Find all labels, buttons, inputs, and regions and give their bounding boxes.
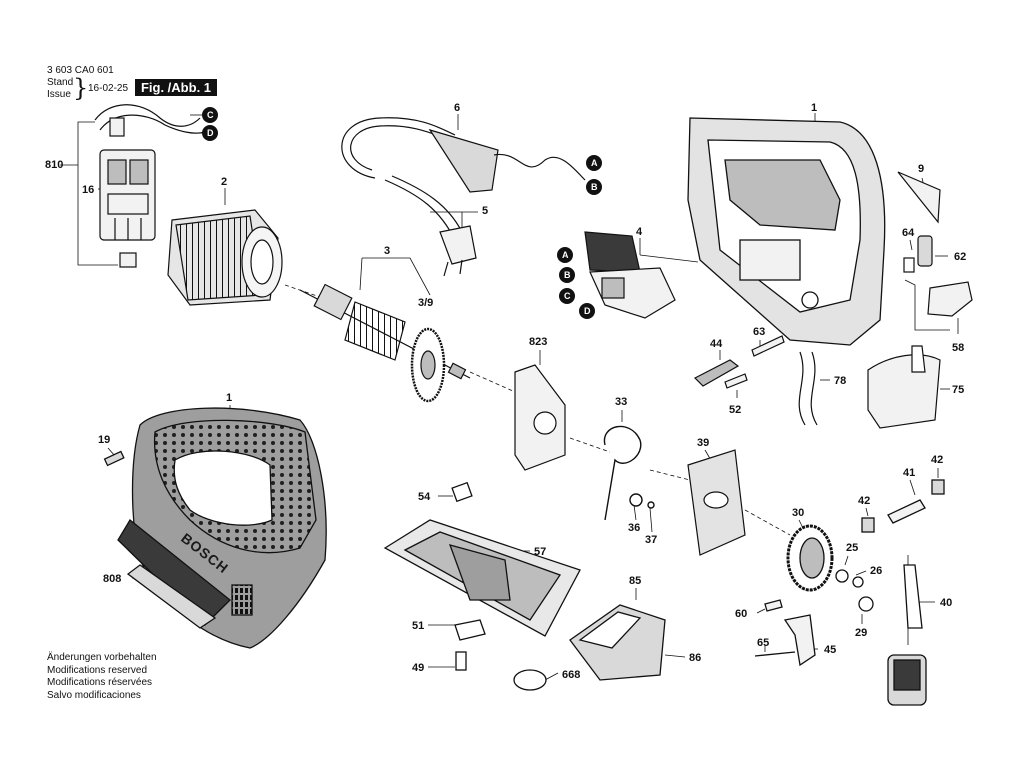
part-label-42-top: 42 [931, 454, 943, 466]
note-spanish: Salvo modificaciones [47, 689, 141, 701]
part-label-44: 44 [710, 338, 723, 350]
part-label-63: 63 [753, 326, 765, 338]
part-label-57: 57 [534, 546, 546, 558]
front-housing-drawing [103, 407, 327, 649]
plunger-drawing [754, 479, 945, 706]
connector-d-switch [579, 303, 595, 319]
part-label-41: 41 [903, 467, 915, 479]
connector-markers: C D A B A B C D [202, 107, 602, 319]
part-label-58: 58 [952, 342, 964, 354]
part-label-36: 36 [628, 522, 640, 534]
gear-assembly-drawing [786, 524, 874, 612]
part-label-52: 52 [729, 404, 741, 416]
note-german: Änderungen vorbehalten [47, 652, 157, 663]
part-label-16: 16 [82, 184, 94, 196]
bearing-plate-drawing [514, 364, 566, 471]
part-label-1-front: 1 [226, 392, 232, 404]
part-label-6: 6 [454, 102, 460, 114]
connector-a-switch-label: A [562, 250, 569, 260]
part-label-4: 4 [636, 226, 643, 238]
part-number-labels: 810 16 2 3 3/9 6 5 4 1 9 64 62 58 75 63 … [45, 102, 966, 681]
part-label-26: 26 [870, 565, 882, 577]
part-label-810: 810 [45, 159, 63, 171]
connector-b-cord-label: B [591, 182, 598, 192]
part-label-60: 60 [735, 608, 747, 620]
armature-drawing [299, 283, 471, 403]
part-label-85: 85 [629, 575, 641, 587]
connector-b-cord [586, 179, 602, 195]
part-label-65: 65 [757, 637, 769, 649]
part-label-62: 62 [954, 251, 966, 263]
part-label-54: 54 [418, 491, 431, 503]
part-label-37: 37 [645, 534, 657, 546]
part-label-40: 40 [940, 597, 952, 609]
part-label-78: 78 [834, 375, 846, 387]
issue-label: Issue [47, 89, 71, 100]
connector-c-switch [559, 288, 575, 304]
part-label-1-housing: 1 [811, 102, 817, 114]
guide-plate-drawing [687, 449, 746, 556]
base-plate-drawing [383, 481, 581, 691]
connector-c-top [202, 107, 218, 123]
figure-label: Fig. /Abb. 1 [135, 79, 217, 96]
stand-label: Stand [47, 77, 74, 88]
document-number: 3 603 CA0 601 [47, 65, 114, 76]
guide-shoe-drawing [569, 604, 666, 681]
connector-b-switch [559, 267, 575, 283]
part-label-823: 823 [529, 336, 547, 348]
part-label-3: 3 [384, 245, 390, 257]
footer-notes: Änderungen vorbehalten Modifications res… [47, 652, 157, 702]
part-label-25: 25 [846, 542, 858, 554]
part-label-19: 19 [98, 434, 110, 446]
part-label-3-9: 3/9 [418, 297, 433, 309]
part-label-33: 33 [615, 396, 627, 408]
switch-assembly-drawing [94, 104, 206, 268]
part-label-49: 49 [412, 662, 424, 674]
issue-date: 16-02-25 [88, 83, 129, 94]
part-label-29: 29 [855, 627, 867, 639]
connector-c-switch-label: C [564, 291, 571, 301]
connector-b-switch-label: B [564, 270, 571, 280]
part-label-9: 9 [918, 163, 924, 175]
part-label-808: 808 [103, 573, 121, 585]
connector-d-top [202, 125, 218, 141]
part-label-42-left: 42 [858, 495, 870, 507]
small-parts-upper-right [693, 171, 973, 429]
note-french: Modifications réservées [47, 677, 153, 688]
part-label-668: 668 [562, 669, 580, 681]
part-label-51: 51 [412, 620, 424, 632]
part-label-75: 75 [952, 384, 964, 396]
spring-parts-drawing [603, 425, 655, 521]
connector-d-top-label: D [207, 128, 214, 138]
connector-d-switch-label: D [584, 306, 591, 316]
housing-half-drawing [687, 117, 886, 346]
part-label-5: 5 [482, 205, 488, 217]
power-cord-drawing [341, 117, 586, 277]
part-label-39: 39 [697, 437, 709, 449]
part-label-30: 30 [792, 507, 804, 519]
part-label-86: 86 [689, 652, 701, 664]
part-label-64: 64 [902, 227, 915, 239]
brace-glyph: } [73, 74, 89, 102]
part-label-2: 2 [221, 176, 227, 188]
connector-a-switch [557, 247, 573, 263]
part-label-45: 45 [824, 644, 836, 656]
connector-a-cord-label: A [591, 158, 598, 168]
switch-drawing [584, 231, 676, 319]
field-coil-drawing [167, 209, 283, 306]
note-english: Modifications reserved [47, 664, 148, 676]
connector-a-cord [586, 155, 602, 171]
connector-c-top-label: C [207, 110, 214, 120]
